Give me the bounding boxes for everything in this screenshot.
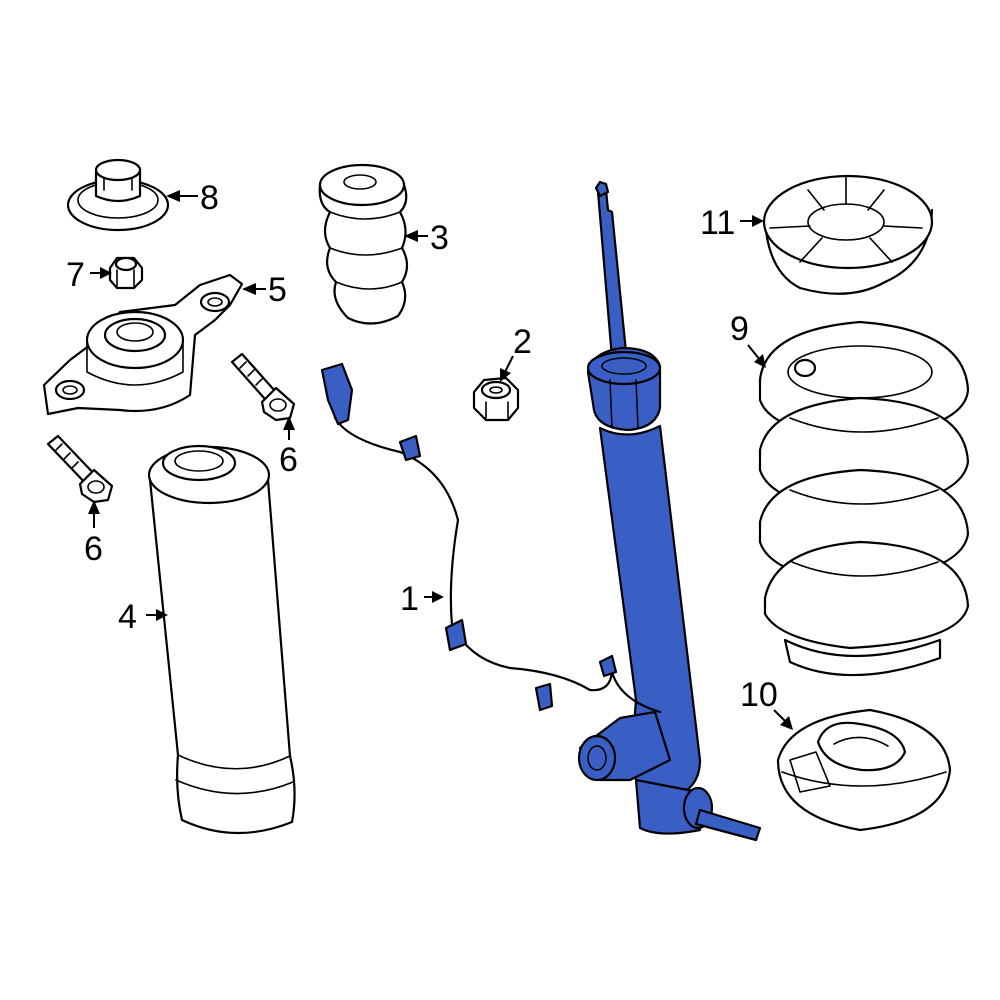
callout-6-lower: 6 — [84, 530, 103, 568]
part-6-bolt-upper[interactable] — [230, 352, 296, 422]
part-2-nut[interactable] — [472, 376, 520, 422]
callout-2: 2 — [513, 323, 532, 361]
callout-8: 8 — [200, 179, 219, 217]
part-10-lower-isolator[interactable] — [776, 708, 952, 832]
callout-11: 11 — [700, 204, 735, 242]
callout-10: 10 — [740, 676, 778, 714]
part-4-dust-boot[interactable] — [147, 444, 296, 835]
callout-leaders — [88, 190, 793, 730]
part-3-jounce-bumper[interactable] — [318, 163, 409, 325]
callout-4: 4 — [118, 598, 137, 636]
callout-9: 9 — [730, 310, 749, 348]
callout-7: 7 — [66, 256, 85, 294]
callout-3: 3 — [430, 219, 449, 257]
part-11-upper-isolator[interactable] — [762, 174, 934, 295]
callout-6-upper: 6 — [279, 441, 298, 479]
part-6-bolt-lower[interactable] — [46, 434, 114, 504]
part-9-coil-spring[interactable] — [758, 320, 970, 677]
callout-5: 5 — [268, 271, 287, 309]
part-5-mount-bracket[interactable] — [42, 273, 244, 416]
part-1-shock-absorber[interactable] — [320, 180, 762, 842]
callout-1: 1 — [400, 580, 419, 618]
part-8-mount-cap[interactable] — [66, 158, 170, 232]
part-7-nut[interactable] — [108, 256, 144, 290]
